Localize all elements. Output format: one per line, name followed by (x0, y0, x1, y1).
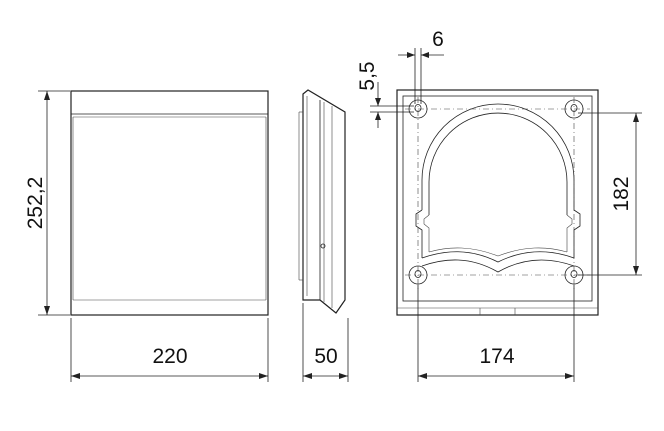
hole-width-dimension: 6 (398, 28, 444, 104)
front-width-dimension: 220 (70, 318, 269, 382)
side-view (298, 89, 346, 314)
arch-cutout (415, 103, 581, 273)
hole-spacing-horizontal-dimension: 174 (417, 285, 575, 382)
side-depth-label: 50 (314, 345, 337, 368)
front-view (70, 90, 269, 316)
hole-width-label: 6 (432, 28, 444, 51)
front-width-label: 220 (152, 345, 187, 368)
side-depth-dimension: 50 (302, 303, 349, 382)
front-height-label: 252,2 (24, 177, 47, 230)
hole-spacing-vertical-label: 182 (610, 176, 633, 211)
hole-height-label: 5,5 (356, 61, 379, 90)
hole-spacing-horizontal-label: 174 (479, 345, 514, 368)
hole-height-dimension: 5,5 (356, 61, 414, 128)
hole-spacing-vertical-dimension: 182 (578, 112, 642, 276)
back-view (396, 89, 599, 316)
front-height-dimension: 252,2 (24, 90, 70, 316)
